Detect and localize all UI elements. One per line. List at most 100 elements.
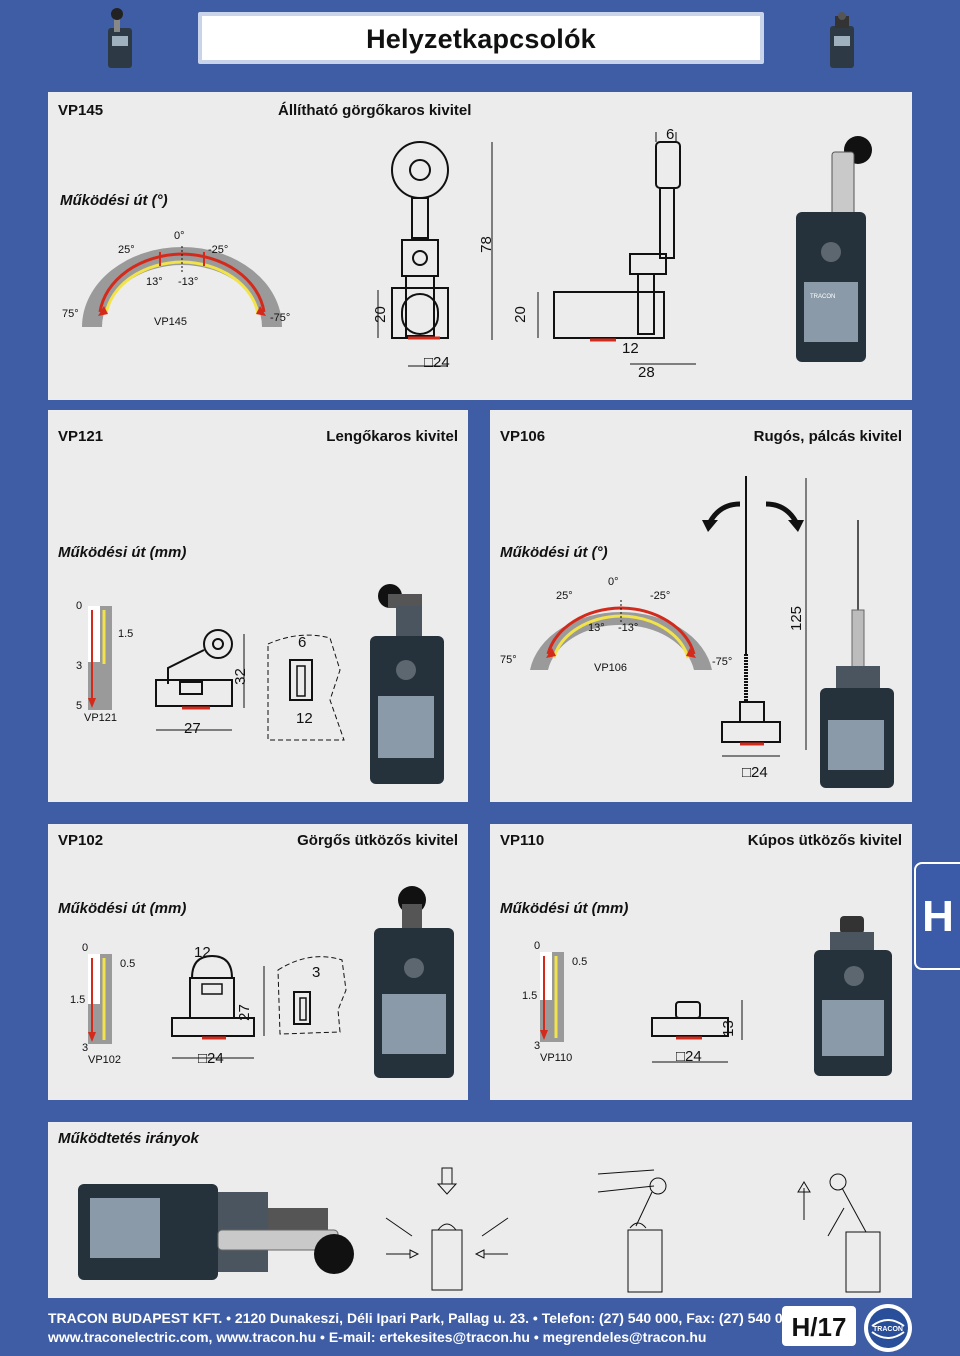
angle-minus-75: -75° xyxy=(270,312,291,324)
product-photo-vp106 xyxy=(820,520,894,788)
dim-20-front: 20 xyxy=(371,306,389,323)
product-photo-vp145: TRACON xyxy=(796,136,872,362)
roller-plunger-drawing xyxy=(171,954,265,1059)
travel-label: Működési út (mm) xyxy=(500,900,629,917)
panel-vp106: VP106 Rugós, pálcás kivitel Működési út … xyxy=(490,410,912,802)
panel-vp110: VP110 Kúpos ütközős kivitel Működési út … xyxy=(490,824,912,1100)
dim-125: 125 xyxy=(788,605,806,632)
dim-12: 12 xyxy=(296,710,313,727)
product-code: VP102 xyxy=(58,832,104,849)
travel-bar-diagram xyxy=(540,952,564,1042)
lever-drawing xyxy=(155,629,245,731)
svg-text:TRACON: TRACON xyxy=(810,294,835,300)
dim-28: 28 xyxy=(638,364,655,381)
panel-vp102: VP102 Görgős ütközős kivitel Működési út… xyxy=(48,824,468,1100)
bar-model-label: VP102 xyxy=(88,1054,122,1066)
scale-1-5: 1.5 xyxy=(118,628,134,640)
section-tab-letter: H xyxy=(922,892,954,941)
product-description: Görgős ütközős kivitel xyxy=(297,832,458,849)
scale-1-5: 1.5 xyxy=(522,990,538,1002)
logo-text: TRACON xyxy=(873,1326,903,1333)
page-title: Helyzetkapcsolók xyxy=(366,24,596,54)
tracon-logo: TRACON xyxy=(864,1304,912,1352)
scale-3: 3 xyxy=(534,1040,541,1052)
travel-label: Működési út (°) xyxy=(500,544,608,561)
product-photo-vp110 xyxy=(814,916,892,1076)
product-code: VP106 xyxy=(500,428,546,445)
scale-3: 3 xyxy=(76,660,83,672)
rotation-arrows xyxy=(702,501,804,532)
footer-address: TRACON BUDAPEST KFT. • 2120 Dunakeszi, D… xyxy=(48,1310,799,1326)
product-photo-vp102 xyxy=(374,886,454,1078)
product-description: Kúpos ütközős kivitel xyxy=(747,832,902,849)
angle-minus-25: -25° xyxy=(650,590,671,602)
dim-20-side: 20 xyxy=(511,306,529,323)
dim-6: 6 xyxy=(298,634,307,651)
product-description: Rugós, pálcás kivitel xyxy=(753,428,902,445)
dim-78: 78 xyxy=(477,236,495,253)
detail-dashed-drawing xyxy=(267,634,345,741)
travel-label: Működési út (mm) xyxy=(58,900,187,917)
panel-vp121: VP121 Lengőkaros kivitel Működési út (mm… xyxy=(48,410,468,802)
arc-model-label: VP145 xyxy=(154,316,188,328)
dim-12: 12 xyxy=(194,944,211,961)
dim-27: 27 xyxy=(184,720,201,737)
dim-32: 32 xyxy=(231,668,249,685)
angle-25: 25° xyxy=(118,244,135,256)
product-photo-horizontal xyxy=(78,1184,354,1280)
angle-13: 13° xyxy=(588,622,605,634)
dim-3: 3 xyxy=(312,964,321,981)
dim-12: 12 xyxy=(622,340,639,357)
angle-75: 75° xyxy=(500,654,517,666)
product-description: Állítható görgőkaros kivitel xyxy=(278,102,472,119)
dim-24: □24 xyxy=(676,1048,702,1065)
front-view-drawing xyxy=(377,141,493,367)
dim-27: 27 xyxy=(235,1004,253,1021)
dim-24: □24 xyxy=(424,354,450,371)
travel-label: Működési út (°) xyxy=(60,192,168,209)
cone-plunger-drawing xyxy=(651,1000,743,1063)
product-code: VP145 xyxy=(58,102,104,119)
scale-5: 5 xyxy=(76,700,83,712)
page-number: H/17 xyxy=(791,1312,847,1342)
dim-24: □24 xyxy=(198,1050,224,1067)
angle-75: 75° xyxy=(62,308,79,320)
scale-0: 0 xyxy=(76,600,83,612)
angle-minus-75: -75° xyxy=(712,656,733,668)
angle-25: 25° xyxy=(556,590,573,602)
scale-0: 0 xyxy=(82,942,89,954)
product-photo-vp121 xyxy=(370,584,444,784)
travel-label: Működési út (mm) xyxy=(58,544,187,561)
angle-minus-25: -25° xyxy=(208,244,229,256)
dim-24: □24 xyxy=(742,764,768,781)
arc-model-label: VP106 xyxy=(594,662,628,674)
travel-arc-diagram xyxy=(530,600,712,670)
panel-directions: Működtetés irányok xyxy=(48,1122,912,1298)
travel-arc-diagram xyxy=(82,246,282,327)
detail-dashed-drawing xyxy=(277,956,347,1035)
scale-0-5: 0.5 xyxy=(572,956,588,968)
angle-0: 0° xyxy=(174,230,185,242)
scale-3: 3 xyxy=(82,1042,89,1054)
scale-0: 0 xyxy=(534,940,541,952)
bar-model-label: VP110 xyxy=(540,1052,573,1064)
direction-diagram-lever xyxy=(597,1169,667,1293)
panel-vp145: VP145 Állítható görgőkaros kivitel Működ… xyxy=(48,92,912,400)
side-view-drawing xyxy=(537,132,696,365)
product-code: VP121 xyxy=(58,428,104,445)
footer-contacts: www.traconelectric.com, www.tracon.hu • … xyxy=(48,1329,707,1345)
travel-bar-diagram xyxy=(88,606,112,710)
scale-0-5: 0.5 xyxy=(120,958,136,970)
directions-title: Működtetés irányok xyxy=(58,1130,199,1147)
rod-drawing xyxy=(721,476,807,757)
angle-minus-13: -13° xyxy=(178,276,199,288)
scale-1-5: 1.5 xyxy=(70,994,86,1006)
direction-diagram-plunger xyxy=(385,1167,509,1291)
product-description: Lengőkaros kivitel xyxy=(326,428,458,445)
page-number-box: H/17 xyxy=(782,1306,856,1346)
switch-thumbnail-right xyxy=(830,12,854,68)
bar-model-label: VP121 xyxy=(84,712,118,724)
switch-thumbnail-left xyxy=(108,8,132,68)
section-tab: H xyxy=(914,862,960,970)
product-code: VP110 xyxy=(500,832,545,849)
